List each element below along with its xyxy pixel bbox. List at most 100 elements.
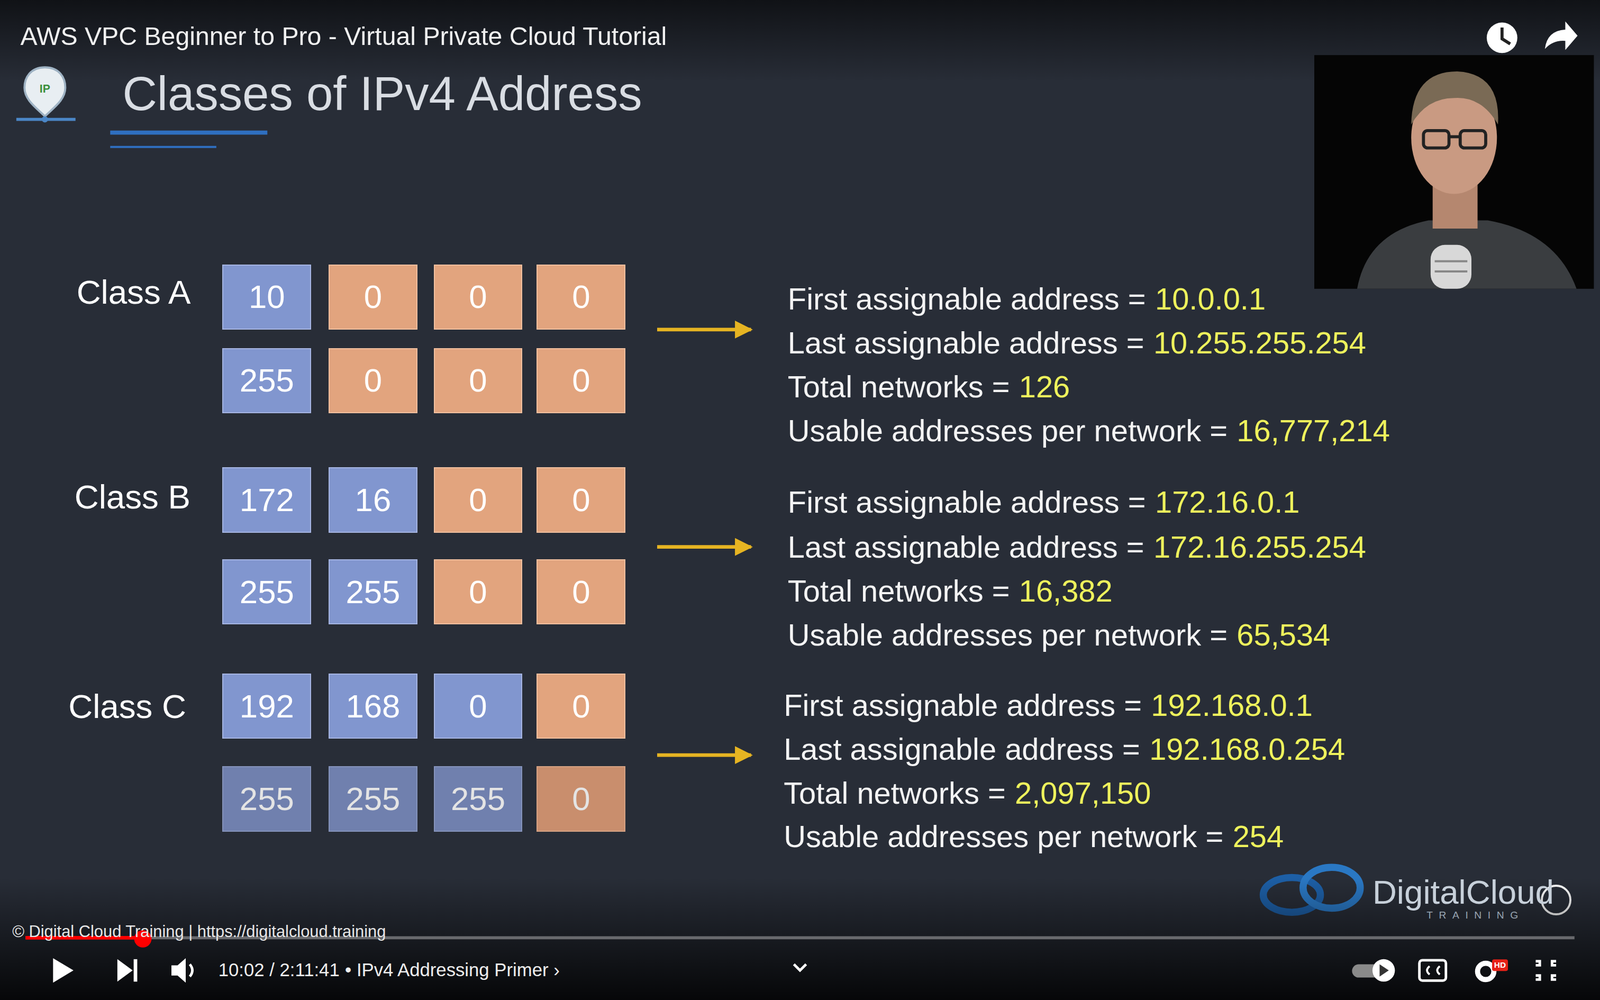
- presenter-glasses: [1423, 130, 1449, 149]
- info-value: 192.168.0.254: [1149, 731, 1345, 767]
- info-label: Last assignable address =: [787, 325, 1145, 361]
- info-label: Last assignable address =: [783, 731, 1141, 767]
- info-label: Total networks =: [783, 775, 1006, 811]
- next-icon: [117, 959, 133, 982]
- text-row: DigitalCloud: [1372, 872, 1554, 912]
- octet-value: 0: [468, 483, 487, 517]
- text-row: © Digital Cloud Training | https://digit…: [12, 922, 386, 941]
- octet-box: 0: [536, 264, 626, 330]
- octet-box: 10: [222, 264, 312, 330]
- text-row: Usable addresses per network =65,534: [787, 616, 1331, 653]
- octet-value: 0: [571, 782, 590, 816]
- info-label: Last assignable address =: [787, 529, 1145, 565]
- octet-value: 0: [571, 483, 590, 517]
- yellow-arrow: [657, 328, 751, 332]
- octet-box: 0: [536, 348, 626, 414]
- octet-box: 0: [536, 766, 626, 832]
- captions-icon: [1419, 960, 1447, 981]
- octet-value: 0: [571, 689, 590, 723]
- octet-box: 255: [222, 559, 312, 625]
- octet-box: 0: [328, 264, 418, 330]
- next-icon: [133, 959, 138, 982]
- text-row: First assignable address =192.168.0.1: [783, 687, 1313, 723]
- text-row: Class A: [76, 272, 192, 312]
- text-row: Last assignable address =192.168.0.254: [783, 731, 1345, 767]
- octet-value: 255: [239, 782, 295, 816]
- info-value: 126: [1019, 369, 1071, 405]
- info-value: 10.0.0.1: [1155, 281, 1266, 317]
- octet-value: 0: [364, 364, 383, 397]
- class-name: Class B: [74, 477, 191, 517]
- copyright-note: © Digital Cloud Training | https://digit…: [12, 922, 386, 941]
- octet-box: 192: [222, 673, 312, 739]
- text-row: IP: [39, 82, 51, 96]
- yellow-arrow: [657, 544, 751, 549]
- info-value: 65,534: [1236, 616, 1331, 653]
- webcam-frame: [1314, 55, 1594, 289]
- octet-value: 255: [450, 782, 506, 816]
- info-value: 2,097,150: [1014, 775, 1151, 811]
- octet-value: 168: [345, 689, 400, 723]
- info-label: Total networks =: [787, 573, 1011, 609]
- octet-box: 0: [433, 348, 523, 414]
- autoplay-toggle: [1372, 959, 1395, 982]
- octet-value: 255: [345, 782, 400, 816]
- octet-box: 0: [433, 673, 523, 739]
- octet-box: 0: [536, 467, 626, 533]
- player-shade: [0, 877, 1600, 1000]
- octet-box: 172: [222, 467, 312, 533]
- fullscreen-exit-icon: [1535, 961, 1557, 980]
- octet-value: 0: [571, 280, 590, 314]
- class-name: Class C: [68, 686, 187, 726]
- logo-text: IP: [39, 82, 51, 96]
- presenter-shoulders: [1357, 220, 1577, 289]
- info-label: Usable addresses per network =: [787, 616, 1228, 653]
- info-label: First assignable address =: [783, 687, 1142, 723]
- info-label: First assignable address =: [787, 281, 1147, 317]
- text-row: Class B: [74, 477, 191, 517]
- octet-box: 168: [328, 673, 418, 739]
- octet-value: 0: [468, 689, 487, 723]
- info-label: First assignable address =: [787, 484, 1147, 521]
- share-icon: [1544, 21, 1578, 51]
- captions-icon: [1426, 966, 1440, 975]
- chapter-chevron: [793, 964, 806, 971]
- octet-box: 16: [328, 467, 418, 533]
- octet-value: 0: [364, 280, 383, 314]
- text-row: Total networks =126: [787, 369, 1070, 405]
- octet-value: 0: [468, 364, 487, 397]
- microphone: [1434, 270, 1468, 273]
- octet-value: 255: [239, 575, 295, 609]
- octet-value: 0: [571, 364, 590, 397]
- octet-box: 0: [433, 559, 523, 625]
- octet-value: 0: [468, 280, 487, 314]
- octet-box: 0: [433, 467, 523, 533]
- volume-icon: [171, 958, 186, 983]
- octet-value: 255: [345, 575, 400, 609]
- logo-pin: [24, 67, 66, 117]
- text-row: 10:02 / 2:11:41• IPv4 Addressing Primer …: [218, 959, 560, 981]
- info-label: Usable addresses per network =: [783, 819, 1224, 855]
- octet-box: 255: [222, 348, 312, 414]
- video-title: AWS VPC Beginner to Pro - Virtual Privat…: [20, 22, 668, 52]
- volume-icon: [189, 964, 193, 977]
- octet-box: 255: [328, 559, 418, 625]
- octet-value: 192: [239, 689, 295, 723]
- class-name: Class A: [76, 272, 192, 312]
- info-value: 172.16.255.254: [1153, 529, 1367, 565]
- title-underline: [110, 130, 268, 135]
- title-underline: [110, 146, 217, 149]
- watch-later-icon: [1486, 22, 1518, 53]
- octet-box: 255: [222, 766, 312, 832]
- play-icon: [52, 958, 74, 983]
- logo-dot: [41, 116, 49, 123]
- hd-badge: HD: [1492, 959, 1508, 972]
- octet-box: 0: [536, 559, 626, 625]
- text-row: TRAINING: [1426, 909, 1525, 922]
- text-row: Usable addresses per network =254: [783, 819, 1284, 855]
- info-label: Usable addresses per network =: [787, 413, 1228, 449]
- text-row: Last assignable address =172.16.255.254: [787, 529, 1367, 565]
- watch-later-icon: [1502, 27, 1511, 44]
- presenter-hair: [1411, 71, 1498, 125]
